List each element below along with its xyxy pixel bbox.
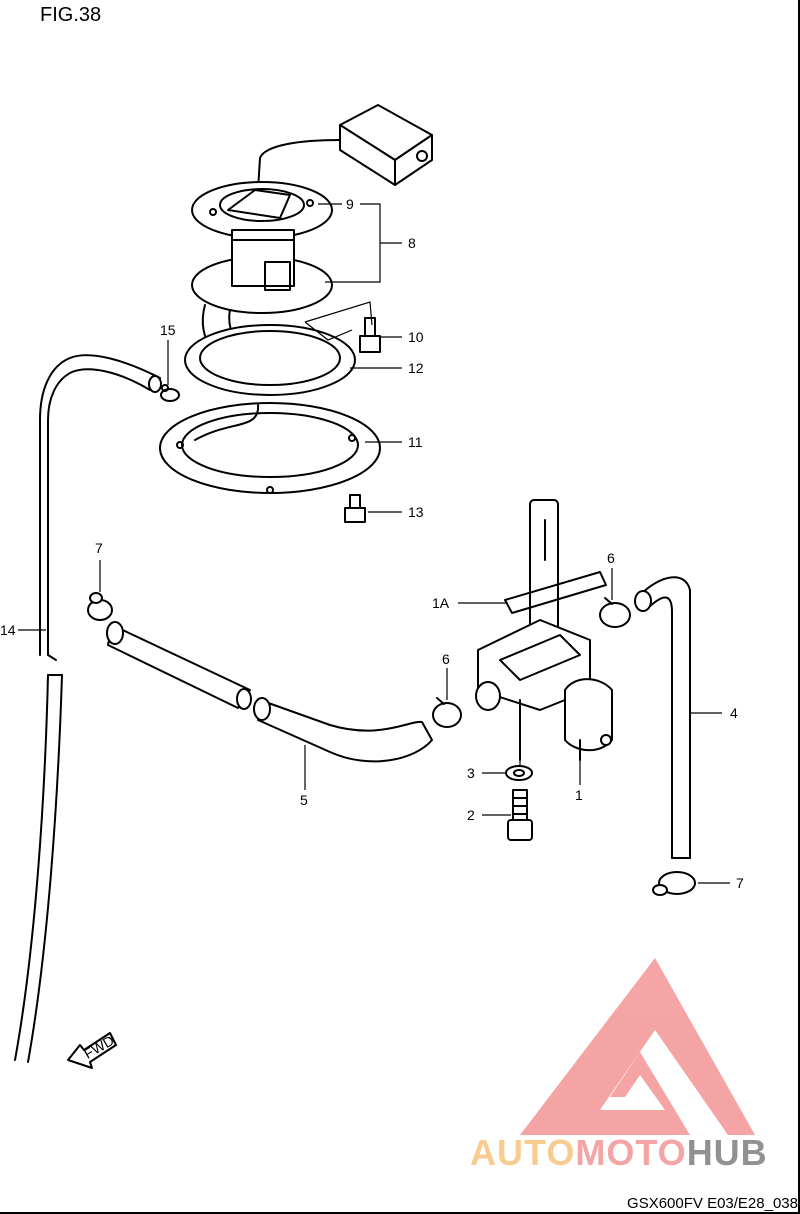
callout-6-lower: 6 [442, 651, 450, 667]
callout-8: 8 [408, 235, 416, 251]
callout-1a: 1A [432, 595, 450, 611]
callout-3: 3 [467, 765, 475, 781]
part-6-clamp-lower [432, 697, 462, 728]
part-7-clamp-left [87, 592, 113, 621]
watermark-auto: AUTO [470, 1132, 575, 1173]
watermark-triangle [520, 958, 755, 1135]
fwd-arrow: FWD [67, 1032, 117, 1069]
callout-12: 12 [408, 360, 424, 376]
watermark-hub: HUB [687, 1132, 768, 1173]
watermark-moto: MOTO [575, 1132, 686, 1173]
part-6-clamp-upper [599, 597, 631, 628]
callout-labels: 9 8 10 12 15 11 13 7 14 6 1A 6 4 3 1 5 2… [0, 196, 744, 891]
callout-4: 4 [730, 705, 738, 721]
part-7-clamp-right [652, 871, 696, 896]
callout-7-right: 7 [736, 875, 744, 891]
part-5-hose [106, 621, 433, 763]
part-10-screw [359, 317, 381, 353]
part-1-fuel-cock [475, 499, 613, 761]
callout-7-left: 7 [95, 540, 103, 556]
callout-9: 9 [346, 196, 354, 212]
callout-1: 1 [575, 787, 583, 803]
watermark-text: AUTOMOTOHUB [470, 1132, 768, 1173]
part-14-hose-upper [39, 354, 162, 661]
sender-unit-box [257, 104, 433, 191]
callout-13: 13 [408, 504, 424, 520]
part-3-washer [505, 765, 533, 781]
callout-11: 11 [408, 434, 423, 450]
part-11-plate [159, 402, 381, 494]
part-14-hose-lower [14, 674, 63, 1063]
leader-lines [18, 203, 730, 884]
figure-label: FIG.38 [40, 4, 102, 26]
callout-5: 5 [300, 792, 308, 808]
callout-15: 15 [160, 322, 176, 338]
footer-code: GSX600FV E03/E28_038 [627, 1195, 798, 1212]
part-12-gasket [184, 324, 356, 396]
part-15-clamp [160, 384, 180, 402]
part-8-assembly [191, 229, 333, 379]
callout-10: 10 [408, 329, 424, 345]
callout-2: 2 [467, 807, 475, 823]
part-13-screw [344, 494, 366, 523]
callout-14: 14 [0, 622, 16, 638]
part-4-hose [634, 576, 691, 859]
watermark-logo: AUTOMOTOHUB [470, 958, 768, 1173]
callout-6-upper: 6 [607, 550, 615, 566]
part-2-bolt [507, 789, 533, 841]
